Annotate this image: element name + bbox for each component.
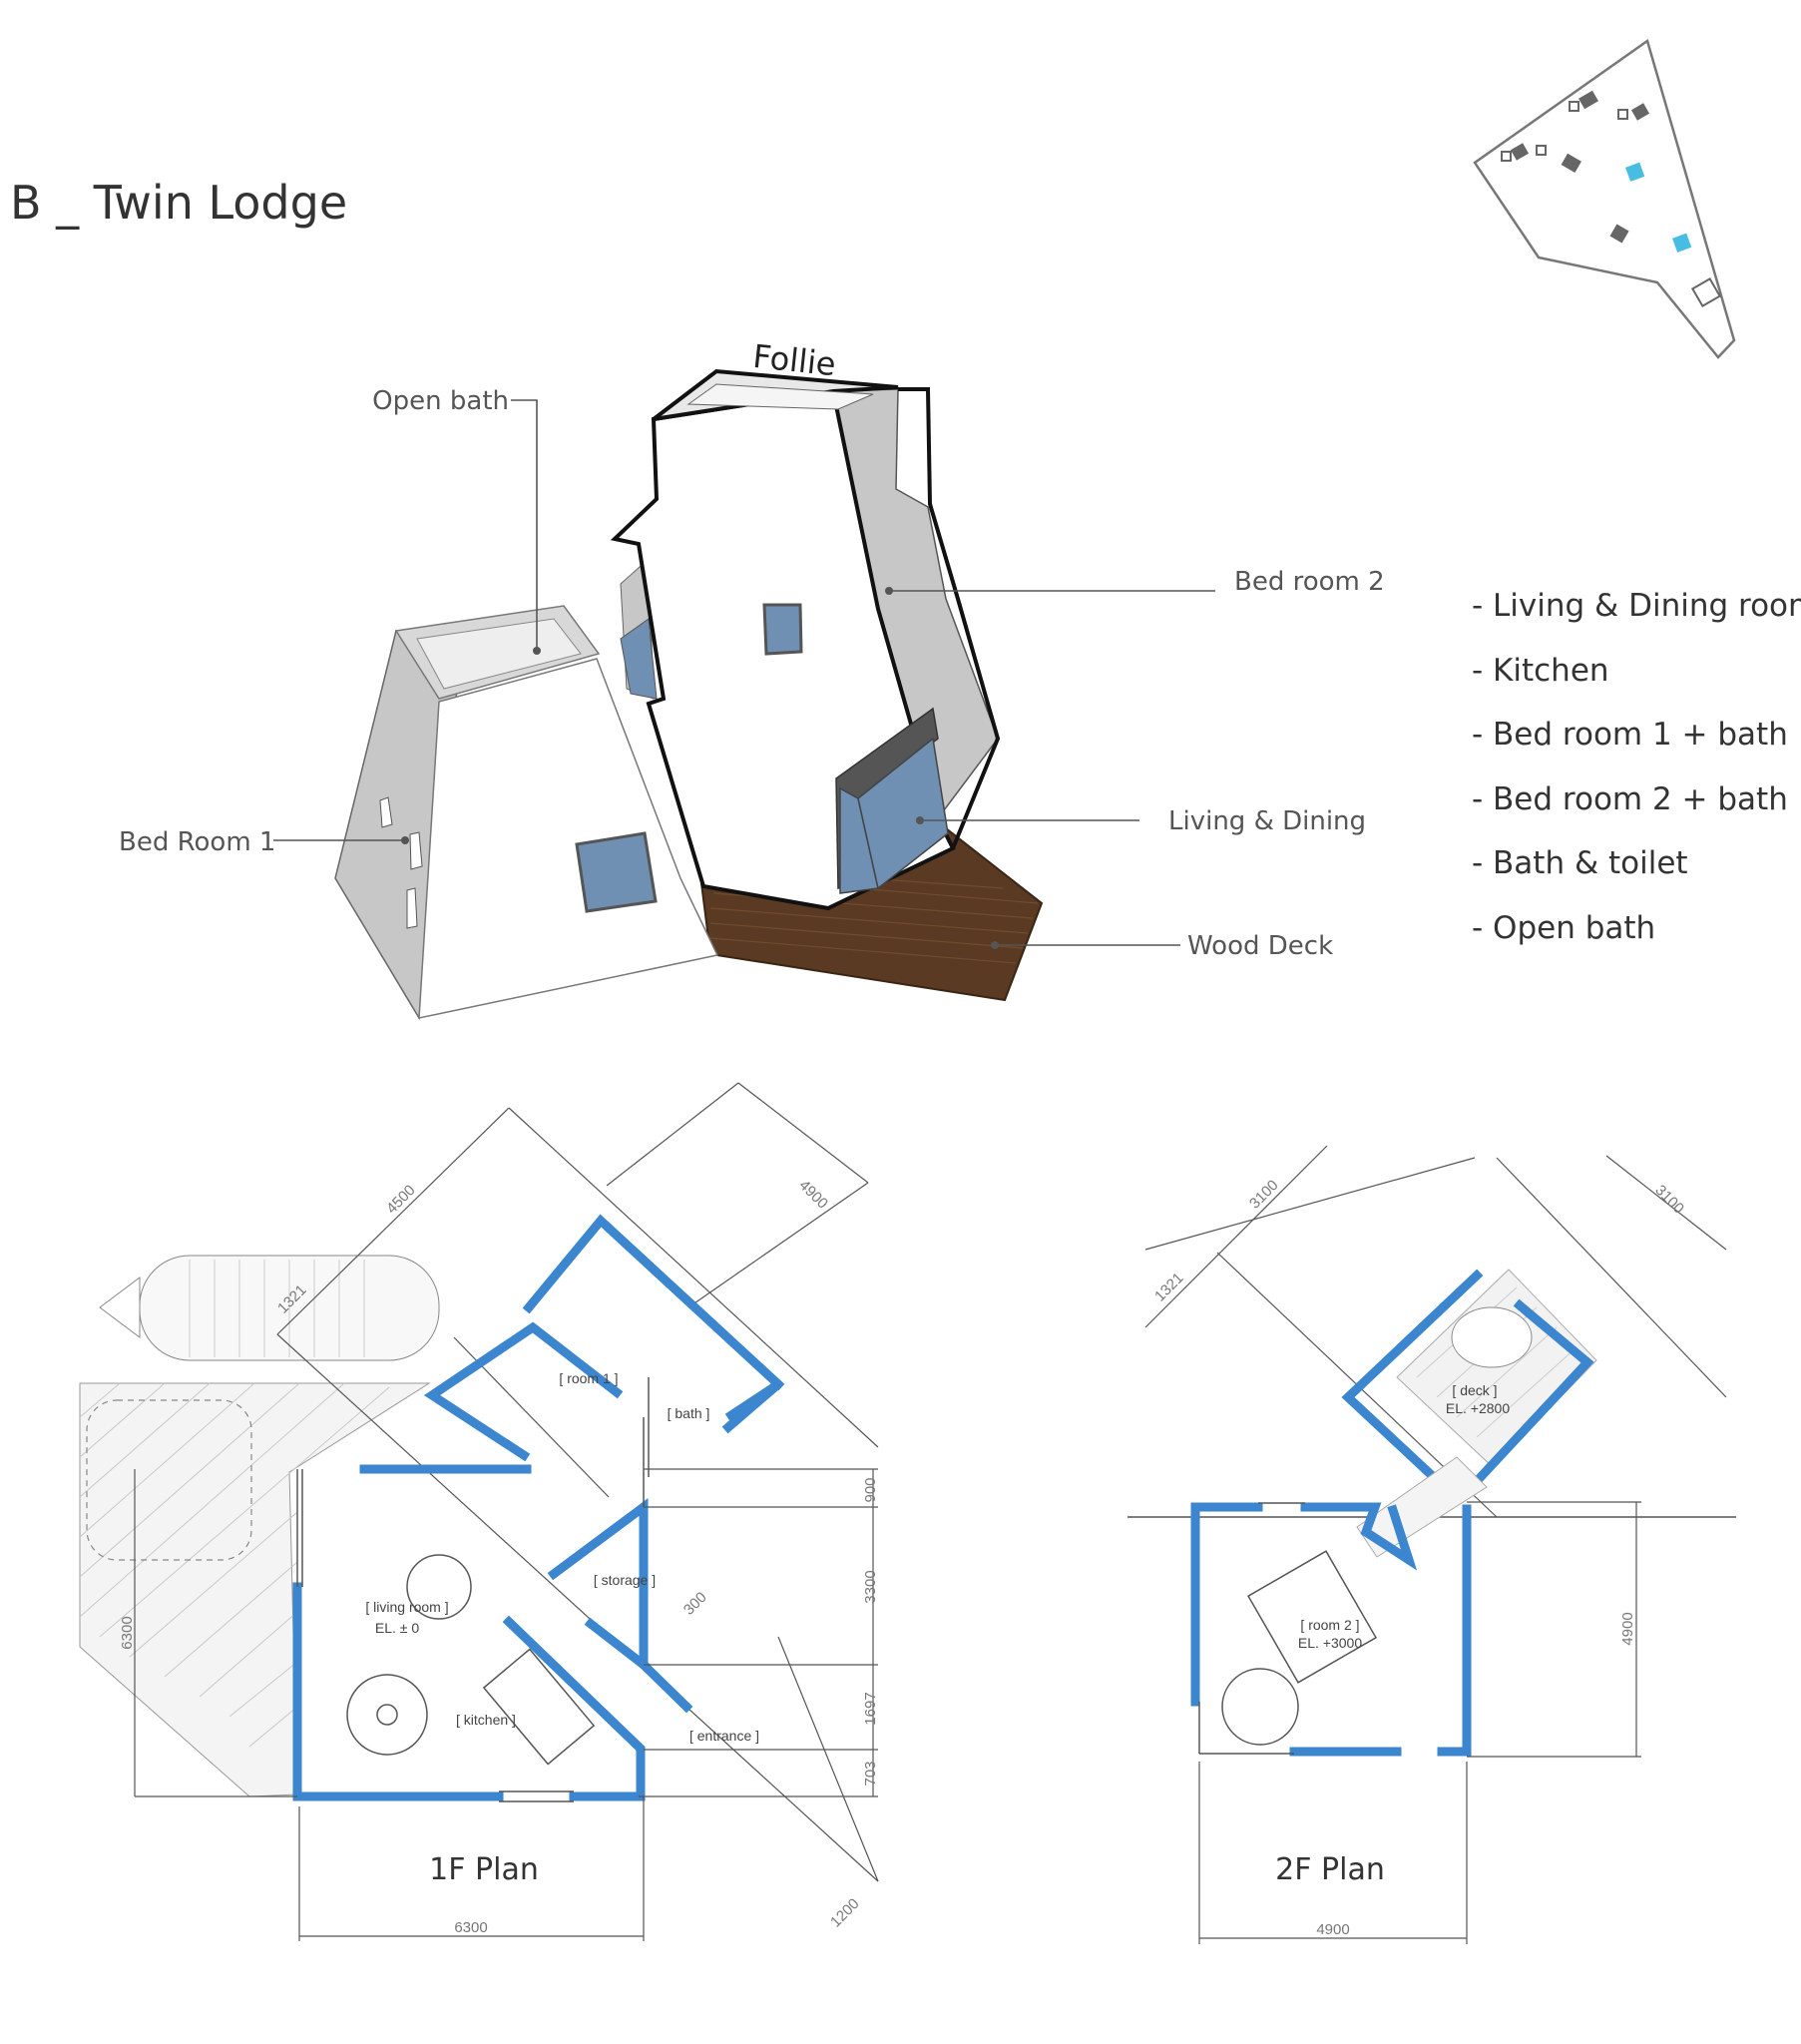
room-1-label: [ room 1 ]	[559, 1370, 618, 1386]
program-item: - Open bath	[1472, 910, 1655, 946]
storage-label: [ storage ]	[594, 1572, 656, 1588]
dining-table	[406, 1554, 472, 1620]
follie-label: Follie	[751, 337, 838, 383]
dim-6300-left: 6300	[119, 1616, 136, 1649]
program-item: - Bath & toilet	[1472, 845, 1688, 881]
kitchen-label: [ kitchen ]	[456, 1712, 516, 1728]
plan-1f: [ room 1 ] [ bath ] [ storage ] [ living…	[79, 1082, 879, 1941]
plan-1f-caption: 1F Plan	[429, 1852, 539, 1887]
axonometric-model: Follie Open bath Bed room 2 Bed Room 1 L…	[119, 337, 1385, 1021]
page-title: B _ Twin Lodge	[10, 176, 347, 230]
dim-3100-left: 3100	[1246, 1177, 1282, 1213]
living-dining-callout: Living & Dining	[1168, 806, 1366, 836]
dim-1321-2f: 1321	[1151, 1270, 1187, 1305]
bed	[1247, 1550, 1377, 1684]
site-key-map	[1473, 38, 1736, 359]
room-2-label: [ room 2 ]	[1300, 1617, 1359, 1633]
program-item: - Bed room 2 + bath	[1472, 781, 1788, 817]
bed-room-2-window	[762, 603, 803, 656]
program-item: - Living & Dining room	[1472, 588, 1801, 624]
deck-label: [ deck ]	[1452, 1382, 1497, 1398]
bath-label: [ bath ]	[668, 1405, 710, 1421]
room-2-elevation: EL. +3000	[1298, 1635, 1362, 1651]
entrance-label: [ entrance ]	[689, 1728, 759, 1744]
dim-6300-bottom: 6300	[454, 1919, 487, 1936]
dim-300: 300	[680, 1589, 710, 1619]
deck-elevation: EL. +2800	[1446, 1400, 1510, 1416]
dim-900: 900	[862, 1477, 879, 1502]
site-building-marker	[1510, 90, 1650, 244]
plan-2f-caption: 2F Plan	[1275, 1852, 1385, 1887]
bed-room-1-callout: Bed Room 1	[119, 827, 275, 857]
dim-1200: 1200	[827, 1895, 863, 1931]
dim-4500: 4500	[383, 1182, 419, 1218]
site-pool-marker	[1625, 162, 1645, 182]
site-pool-marker	[1672, 233, 1692, 253]
wood-deck-callout: Wood Deck	[1187, 931, 1333, 961]
open-bath-leader	[511, 399, 538, 651]
program-item: - Bed room 1 + bath	[1472, 717, 1788, 753]
bed-room-1-front	[418, 658, 719, 1019]
program-list: - Living & Dining room - Kitchen - Bed r…	[1472, 588, 1801, 946]
dim-4900-bottom: 4900	[1316, 1921, 1349, 1938]
spiral-stair	[1221, 1668, 1299, 1746]
dim-4900: 4900	[795, 1177, 831, 1213]
bed-room-2-callout: Bed room 2	[1234, 567, 1385, 597]
dim-1697: 1697	[862, 1692, 879, 1725]
bed-room-1-window	[575, 831, 658, 913]
living-room-label: [ living room ]	[365, 1599, 448, 1615]
dim-3300: 3300	[862, 1570, 879, 1603]
dim-4900-right: 4900	[1619, 1612, 1636, 1645]
program-item: - Kitchen	[1472, 653, 1609, 689]
living-room-elevation: EL. ± 0	[375, 1620, 419, 1636]
dim-3100-right: 3100	[1651, 1182, 1687, 1218]
spiral-stair	[346, 1674, 428, 1756]
site-building-outline	[1501, 101, 1722, 308]
dim-703: 703	[862, 1761, 879, 1786]
plan-2f: [ deck ] EL. +2800 [ room 2 ] EL. +3000 …	[1127, 1145, 1736, 1944]
open-bath-callout: Open bath	[372, 386, 509, 416]
